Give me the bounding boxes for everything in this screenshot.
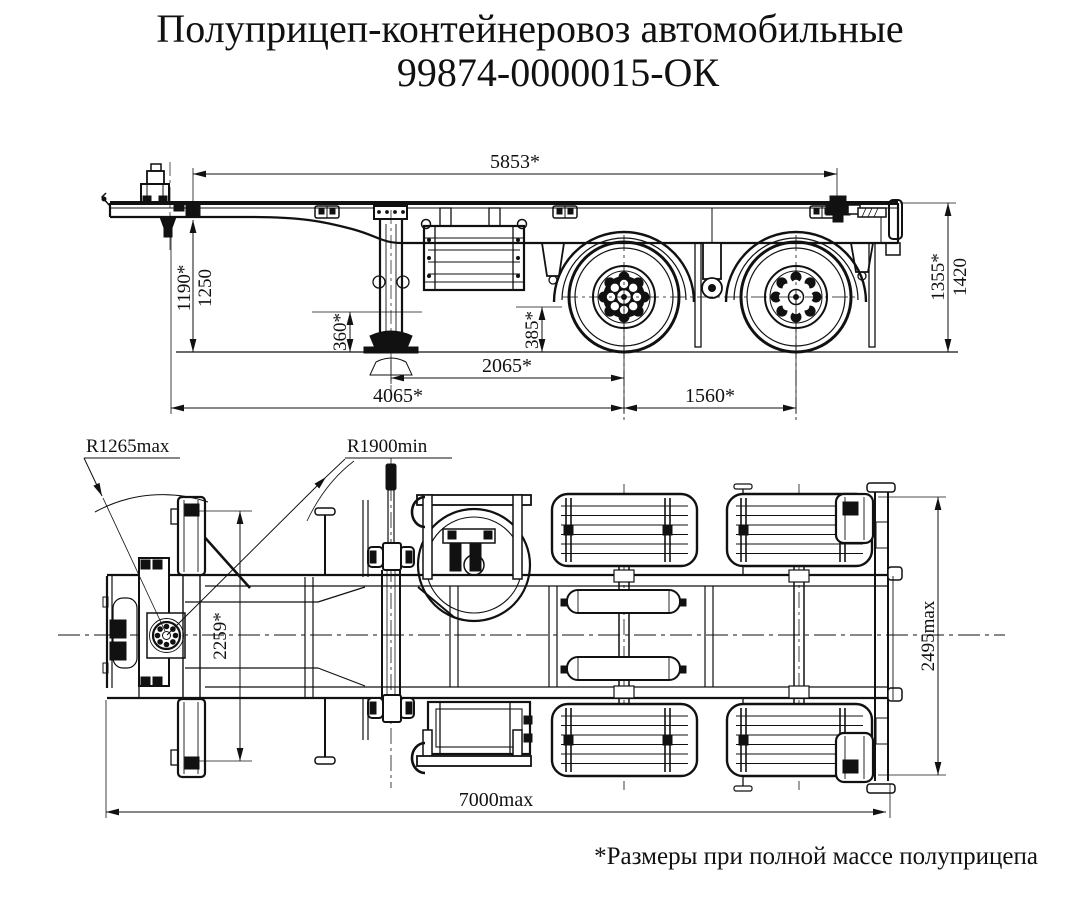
front-lock bbox=[140, 163, 170, 204]
dim-7000: 7000max bbox=[459, 789, 533, 811]
deck-fittings bbox=[314, 205, 835, 219]
landing-gear-plan bbox=[367, 463, 415, 723]
dim-1560: 1560* bbox=[685, 385, 735, 407]
rear-locks bbox=[834, 492, 875, 784]
cross-members bbox=[304, 500, 714, 740]
kingpin-plan bbox=[138, 557, 186, 687]
rear-bumper bbox=[866, 482, 903, 794]
dim-r1265: R1265max bbox=[86, 436, 170, 457]
dim-4065: 4065* bbox=[373, 385, 423, 407]
dim-360: 360* bbox=[330, 313, 351, 351]
dim-1420: 1420 bbox=[950, 258, 971, 296]
air-tanks bbox=[560, 589, 687, 681]
rear-lock bbox=[825, 195, 903, 256]
plan-view bbox=[58, 458, 1005, 794]
dim-1355: 1355* bbox=[928, 253, 949, 301]
radius-front: R1265max bbox=[83, 436, 209, 632]
title-block: Полуприцеп-контейнеровоз автомобильные 9… bbox=[156, 6, 903, 95]
kingpin-side bbox=[159, 162, 201, 250]
dim-2259: 2259* bbox=[210, 612, 231, 660]
side-view bbox=[100, 162, 958, 420]
suspension bbox=[540, 242, 876, 348]
front-lock-beam bbox=[170, 495, 207, 779]
radius-kingpin: R1900min bbox=[166, 436, 452, 636]
drawing-number: 99874-0000015-ОК bbox=[397, 50, 720, 95]
plan-dimensions: R1265max R1900min 2259* 2495max 7000max bbox=[83, 436, 946, 818]
tire-group bbox=[550, 702, 699, 778]
dim-2495: 2495max bbox=[918, 600, 939, 671]
dim-385: 385* bbox=[522, 311, 543, 349]
front-coupler bbox=[102, 575, 140, 698]
dim-1250: 1250 bbox=[195, 269, 216, 307]
dim-5853: 5853* bbox=[490, 151, 540, 173]
spare-wheel bbox=[416, 494, 532, 623]
dim-r1900: R1900min bbox=[347, 436, 428, 457]
tool-box bbox=[416, 700, 533, 767]
footnote: *Размеры при полной массе полуприцепа bbox=[594, 843, 1038, 870]
side-dimensions: 5853* 1190* 1250 360* 385* 1355* 1420 20… bbox=[170, 151, 971, 414]
landing-gear-side bbox=[363, 205, 419, 392]
dim-1190: 1190* bbox=[174, 265, 195, 312]
tire-group bbox=[550, 492, 699, 568]
dim-2065: 2065* bbox=[482, 355, 532, 377]
drawing-title: Полуприцеп-контейнеровоз автомобильные bbox=[156, 6, 903, 51]
equipment-box bbox=[420, 207, 528, 292]
